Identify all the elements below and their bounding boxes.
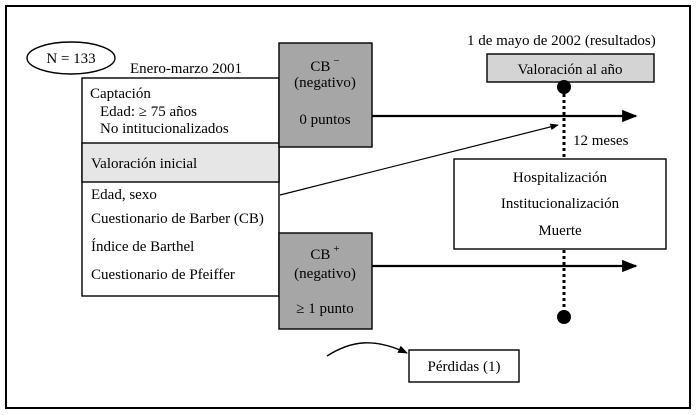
valoracion-anio-box [486,53,655,83]
variable-barber: Cuestionario de Barber (CB) [91,211,264,227]
valoracion-inicial-band [81,142,280,183]
outcome-institucionalizacion: Institucionalización [501,196,620,212]
main-column-box [81,77,280,297]
variable-barthel: Índice de Barthel [91,238,194,255]
captacion-non-institutionalized: No intitucionalizados [100,121,229,137]
cb-positive-score: ≥ 1 punto [296,301,353,317]
valoracion-anio-label: Valoración al año [518,62,623,78]
losses-arrow [326,342,408,357]
timeline-end-dot [557,310,571,324]
cb-negative-box [278,42,373,148]
captacion-age-criterion: Edad: ≥ 75 años [100,104,197,120]
cb-positive-label: CB+ [310,243,339,263]
variable-pfeiffer: Cuestionario de Pfeiffer [91,267,235,283]
period-label: Enero-marzo 2001 [130,61,242,77]
cb-positive-qualifier: (negativo) [294,266,356,282]
follow-up-arrow [279,123,559,196]
cb-positive-box [278,232,373,330]
timeline-start-dot [557,80,571,94]
losses-label: Pérdidas (1) [428,359,501,375]
cb-negative-score: 0 puntos [299,112,350,128]
cb-negative-label: CB− [310,55,339,75]
sample-size-label: N = 133 [46,51,95,67]
interval-label: 12 meses [573,133,629,149]
valoracion-inicial-label: Valoración inicial [91,156,197,172]
outcome-muerte: Muerte [538,223,582,239]
sample-size-ellipse [26,41,116,75]
outcome-hospitalizacion: Hospitalización [513,170,608,186]
captacion-title: Captación [90,86,151,102]
results-date-label: 1 de mayo de 2002 (resultados) [467,33,656,49]
outcomes-box [453,158,667,250]
losses-box [408,349,520,383]
cb-negative-qualifier: (negativo) [294,75,356,91]
diagram-frame [5,5,691,409]
variable-edad-sexo: Edad, sexo [91,187,157,203]
